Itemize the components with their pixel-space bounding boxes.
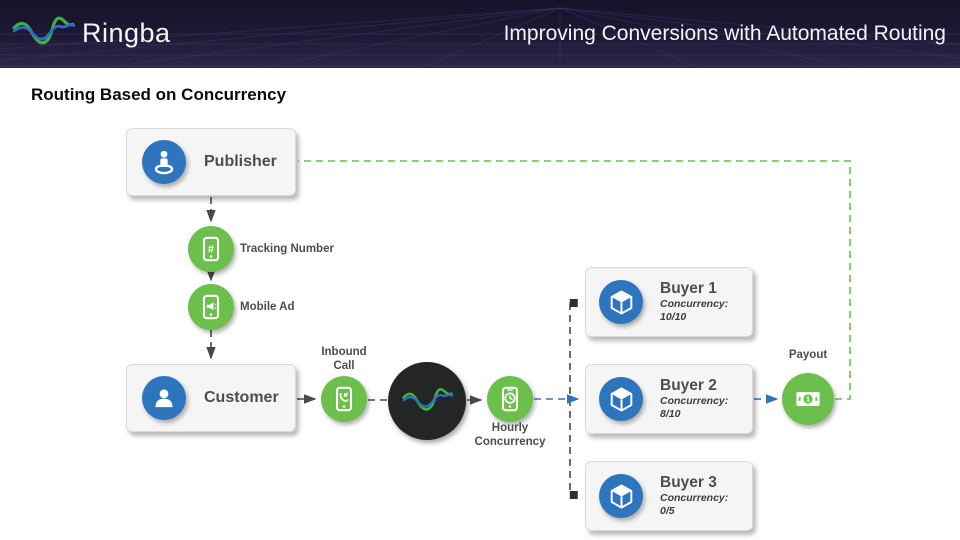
cube-icon — [599, 377, 643, 421]
hourly-concurrency-label: Hourly Concurrency — [474, 422, 546, 448]
buyer3-concurrency-value: 0/5 — [660, 505, 675, 517]
buyer1-concurrency-label: Concurrency: — [660, 298, 729, 310]
phone-incoming-icon — [321, 376, 367, 422]
buyer3-node: Buyer 3 Concurrency: 0/5 — [585, 461, 753, 531]
phone-megaphone-icon — [188, 284, 234, 330]
brand: Ringba — [12, 4, 171, 62]
buyer3-concurrency-label: Concurrency: — [660, 492, 729, 504]
header-grid-decoration — [0, 7, 960, 68]
ringba-wave-icon — [12, 16, 76, 45]
page-title: Routing Based on Concurrency — [31, 85, 287, 104]
brand-name: Ringba — [82, 17, 171, 48]
svg-text:#: # — [208, 244, 215, 256]
person-icon — [142, 376, 186, 420]
inbound-call-label: Inbound Call — [321, 346, 367, 372]
customer-label: Customer — [204, 389, 279, 406]
ringba-wave-icon — [388, 362, 466, 440]
slide-title: Improving Conversions with Automated Rou… — [503, 22, 946, 45]
payout-label: Payout — [788, 349, 828, 361]
publisher-node: Publisher — [126, 128, 296, 196]
tracking-number-label: Tracking Number — [240, 243, 334, 255]
customer-node: Customer — [126, 364, 296, 432]
header-bar: Ringba Improving Conversions with Automa… — [0, 0, 960, 68]
buyer3-name: Buyer 3 — [660, 474, 717, 491]
diagram-canvas: Routing Based on Concurrency — [0, 68, 960, 540]
connector-lines — [206, 160, 851, 499]
buyer2-node: Buyer 2 Concurrency: 8/10 — [585, 364, 753, 434]
buyer1-concurrency-value: 10/10 — [660, 311, 687, 323]
phone-clock-icon — [487, 376, 533, 422]
cube-icon — [599, 474, 643, 518]
buyer2-name: Buyer 2 — [660, 377, 717, 394]
phone-hash-icon: # — [188, 226, 234, 272]
buyer2-concurrency-label: Concurrency: — [660, 395, 729, 407]
buyer2-concurrency-value: 8/10 — [660, 408, 681, 420]
cube-icon — [599, 280, 643, 324]
banknote-icon: 1 — [782, 373, 834, 425]
mobile-ad-label: Mobile Ad — [240, 301, 295, 313]
svg-text:1: 1 — [806, 395, 810, 404]
person-pin-icon — [142, 140, 186, 184]
buyer1-name: Buyer 1 — [660, 280, 717, 297]
connector-payout-publisher-feedback — [298, 160, 851, 400]
publisher-label: Publisher — [204, 153, 277, 170]
buyer1-node: Buyer 1 Concurrency: 10/10 — [585, 267, 753, 337]
